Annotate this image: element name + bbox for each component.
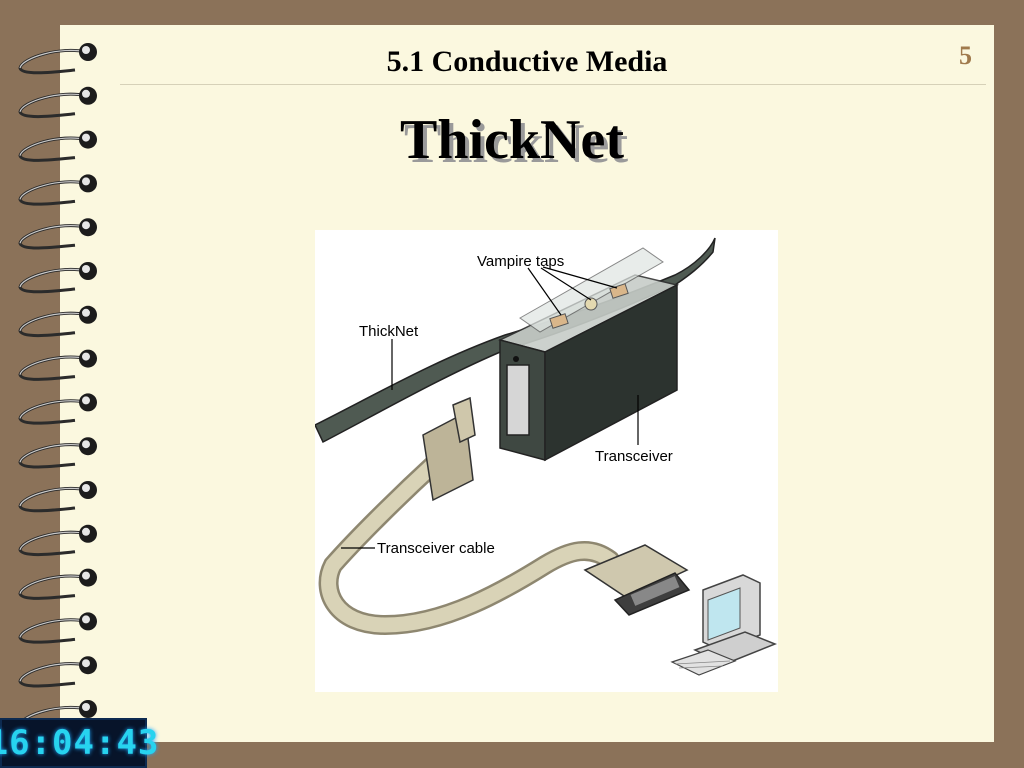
- slide-heading: ThickNet: [400, 109, 624, 171]
- label-thicknet: ThickNet: [359, 323, 419, 340]
- spiral-ring: [18, 530, 87, 557]
- aui-connector-top: [422, 396, 476, 502]
- aui-connector-bottom: [583, 544, 691, 616]
- slide-number: 5: [959, 41, 972, 70]
- spiral-ring: [18, 224, 87, 250]
- spiral-ring: [18, 355, 87, 381]
- header-divider: [120, 84, 986, 85]
- spiral-ring: [18, 399, 87, 425]
- spiral-ring: [18, 92, 87, 119]
- label-vampire-taps: Vampire taps: [477, 253, 564, 270]
- clock-display: 16:04:43: [0, 718, 158, 768]
- spiral-ring: [18, 311, 87, 338]
- transceiver-box: [497, 247, 680, 462]
- spiral-ring: [18, 180, 87, 206]
- computer-icon: [670, 574, 778, 676]
- spiral-ring: [18, 267, 87, 294]
- spiral-ring: [18, 662, 87, 688]
- spiral-ring: [18, 48, 87, 75]
- thicknet-diagram: Vampire taps ThickNet Transceiver Transc…: [315, 230, 778, 692]
- slide-title: 5.1 Conductive Media: [386, 45, 668, 78]
- label-transceiver-cable: Transceiver cable: [377, 540, 495, 557]
- transceiver-port: [506, 364, 530, 436]
- spiral-ring: [18, 618, 87, 644]
- spiral-ring: [18, 443, 87, 469]
- vampire-tap-1: [549, 313, 569, 329]
- vampire-tap-center: [584, 297, 598, 311]
- spiral-ring: [18, 486, 87, 513]
- spiral-ring: [18, 136, 87, 162]
- spiral-binding: [18, 43, 97, 732]
- spiral-ring: [18, 574, 87, 600]
- label-transceiver: Transceiver: [595, 448, 673, 465]
